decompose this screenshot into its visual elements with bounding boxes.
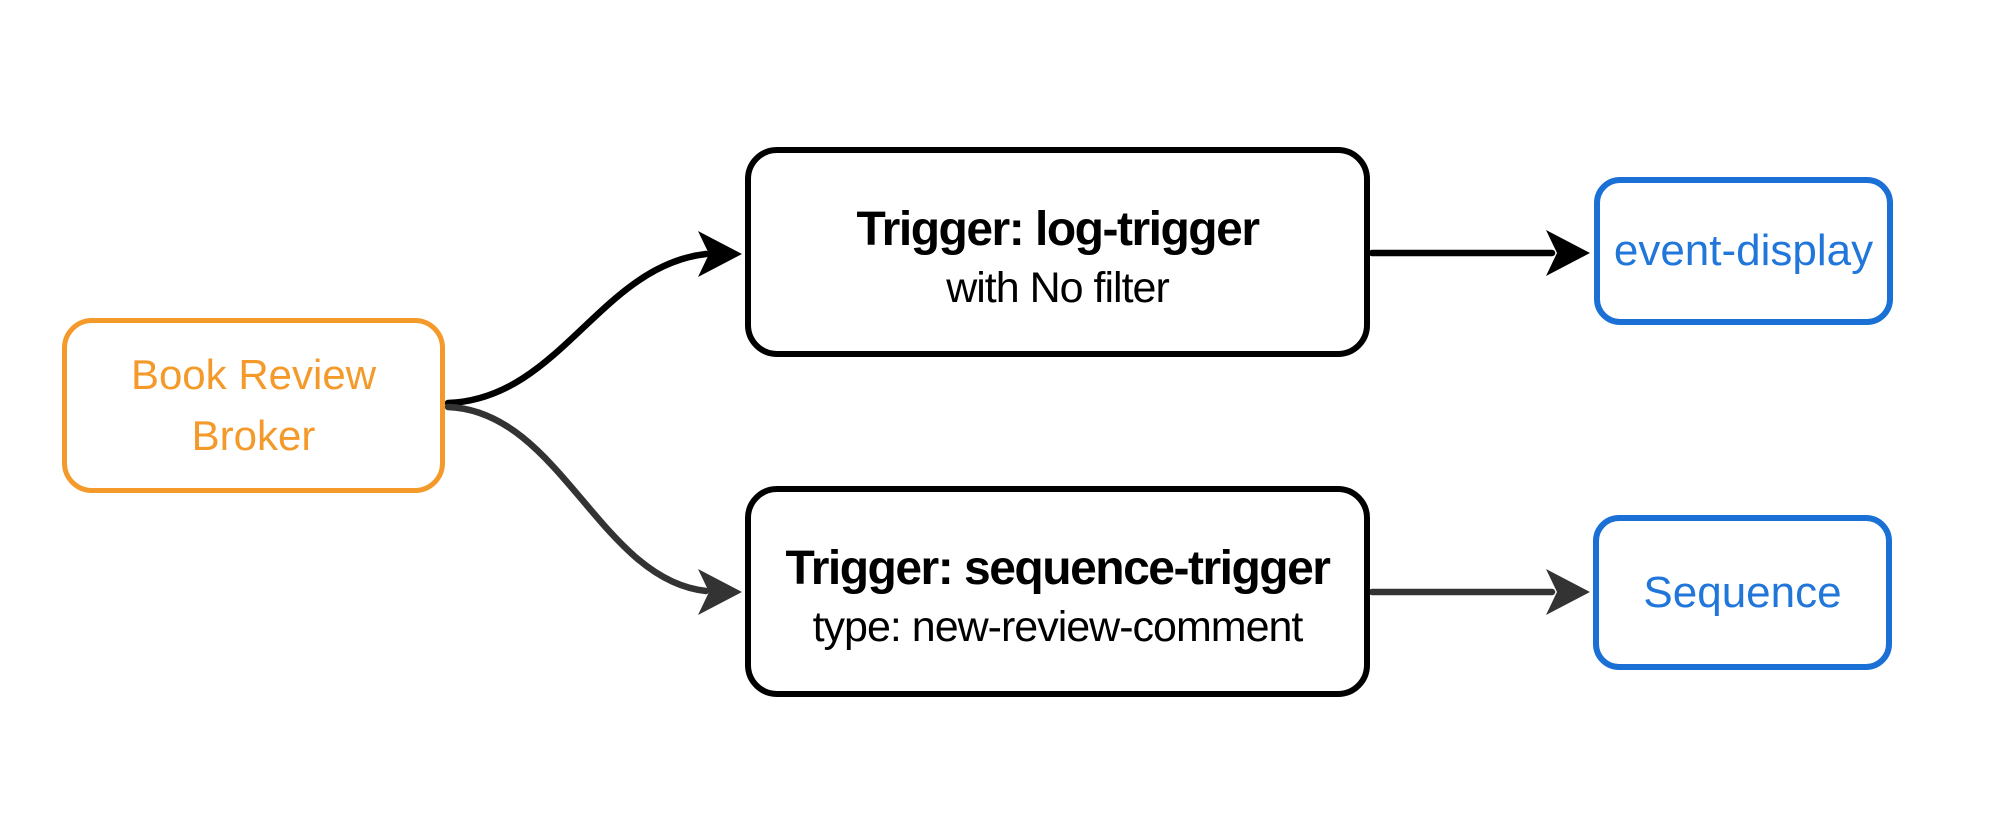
node-log-trigger: Trigger: log-trigger with No filter (745, 147, 1370, 357)
node-label: Sequence (1643, 567, 1842, 617)
node-label: Book Review Broker (130, 350, 377, 459)
arrowhead-icon (698, 569, 742, 615)
edge-broker-to-sequence-trigger (444, 403, 742, 615)
node-book-review-broker: Book Review Broker (62, 318, 445, 493)
trigger-subtitle: with No filter (946, 263, 1170, 312)
node-sequence-trigger: Trigger: sequence-trigger type: new-revi… (745, 486, 1370, 697)
node-label: event-display (1613, 226, 1874, 275)
trigger-title: Trigger: log-trigger (856, 202, 1261, 256)
arrowhead-icon (698, 231, 742, 277)
edge-line (444, 403, 710, 595)
trigger-title: Trigger: sequence-trigger (785, 542, 1331, 596)
edge-log-trigger-to-event-display (1368, 230, 1590, 276)
arrowhead-icon (1546, 230, 1590, 276)
edge-sequence-trigger-to-sequence (1368, 569, 1590, 615)
edge-broker-to-log-trigger (444, 231, 742, 407)
trigger-subtitle: type: new-review-comment (812, 603, 1304, 652)
edge-line (444, 250, 710, 407)
node-sequence: Sequence (1593, 515, 1892, 670)
node-event-display: event-display (1594, 177, 1893, 325)
arrowhead-icon (1546, 569, 1590, 615)
